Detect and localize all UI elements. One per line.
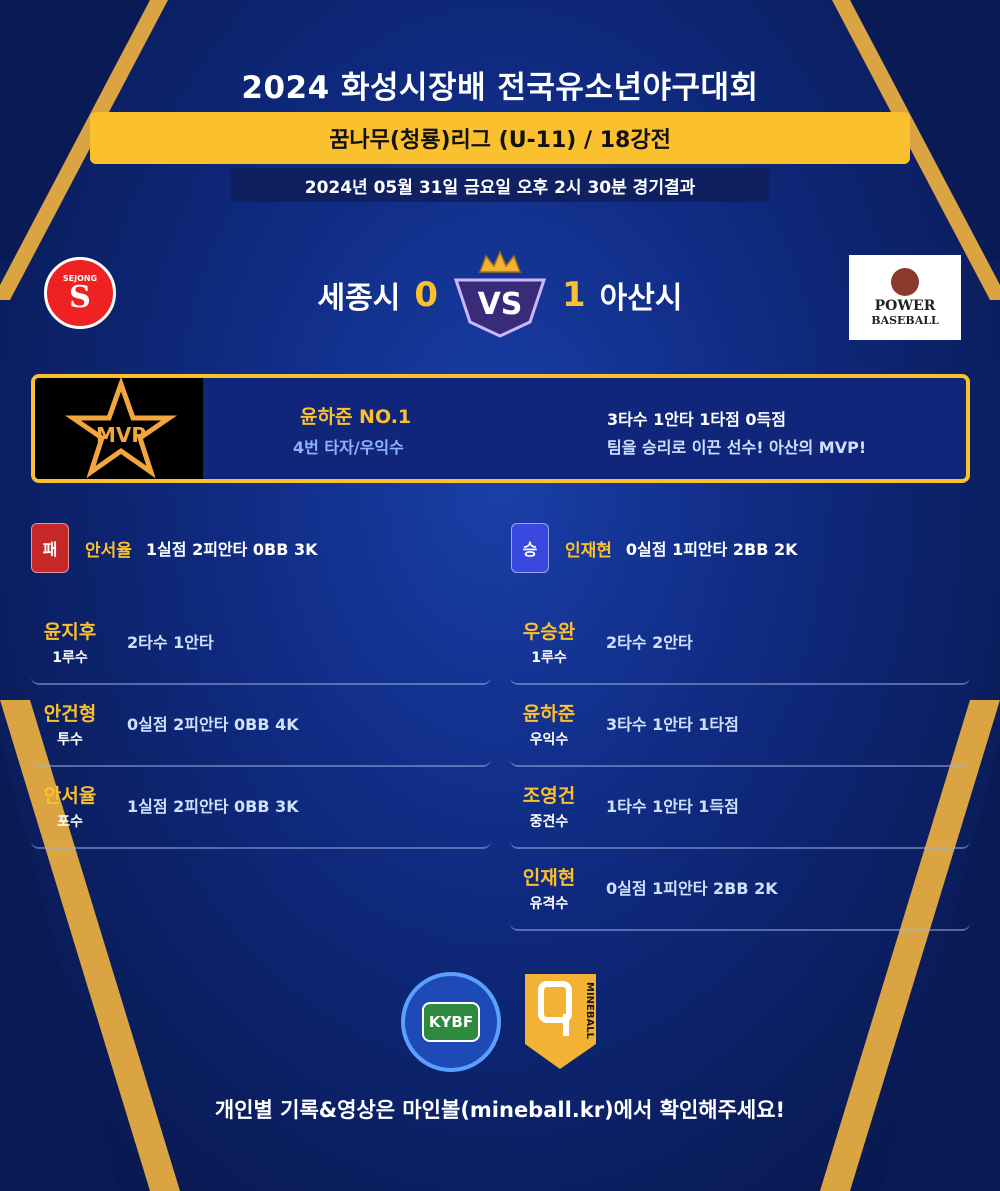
home-player-card: 윤지후 1루수 2타수 1안타 (31, 611, 491, 685)
league-banner: 꿈나무(청룡)리그 (U-11) / 18강전 (90, 112, 910, 164)
scoreboard: 세종시 0 VS 1 아산시 (300, 250, 700, 338)
player-position: 1루수 (531, 650, 567, 666)
mvp-badge-text: MVP (96, 423, 146, 447)
decorative-frame-left (0, 0, 180, 1191)
match-date: 2024년 05월 31일 금요일 오후 2시 30분 경기결과 (230, 168, 770, 202)
player-stats: 0실점 2피안타 0BB 4K (127, 715, 299, 734)
player-name: 안건형 (43, 703, 97, 725)
home-team-name: 세종시 (317, 281, 401, 316)
losing-pitcher-stats: 1실점 2피안타 0BB 3K (145, 540, 318, 559)
vs-label: VS (478, 287, 523, 322)
mineball-logo: MINEBALL (525, 974, 596, 1069)
asan-team-logo: POWER BASEBALL (849, 255, 961, 340)
decorative-frame-right (820, 0, 1000, 1191)
sejong-logo-letter: S (69, 279, 91, 315)
player-name: 안서율 (43, 785, 97, 807)
mvp-description: 팀을 승리로 이끈 선수! 아산의 MVP! (607, 438, 867, 457)
kybf-logo-text: KYBF (422, 1002, 480, 1042)
vs-crown-icon: VS (453, 250, 547, 338)
player-name: 윤지후 (43, 621, 97, 643)
player-stats: 2타수 1안타 (127, 633, 214, 652)
player-name: 윤하준 (522, 703, 576, 725)
kybf-logo: KYBF (401, 972, 501, 1072)
losing-pitcher-name: 안서율 (85, 540, 132, 561)
player-name: 조영건 (522, 785, 576, 807)
sejong-logo-text: SEJONG (62, 273, 98, 283)
loss-badge: 패 (31, 523, 69, 573)
player-stats: 1타수 1안타 1득점 (606, 797, 739, 816)
away-score: 1 (562, 275, 586, 315)
win-badge: 승 (511, 523, 549, 573)
player-position: 투수 (57, 732, 83, 748)
player-position: 중견수 (529, 814, 569, 830)
winning-pitcher-stats: 0실점 1피안타 2BB 2K (625, 540, 798, 559)
player-stats: 3타수 1안타 1타점 (606, 715, 739, 734)
mvp-player-stats: 3타수 1안타 1타점 0득점 (607, 410, 787, 429)
winning-pitcher-name: 인재현 (565, 540, 612, 561)
player-name: 인재현 (522, 867, 576, 889)
away-player-card: 우승완 1루수 2타수 2안타 (510, 611, 970, 685)
losing-pitcher-row: 패 안서율 1실점 2피안타 0BB 3K (31, 523, 318, 573)
home-score: 0 (414, 275, 438, 315)
home-player-card: 안건형 투수 0실점 2피안타 0BB 4K (31, 693, 491, 767)
asan-logo-line2: BASEBALL (871, 314, 939, 327)
player-position: 우익수 (529, 732, 569, 748)
player-stats: 0실점 1피안타 2BB 2K (606, 879, 778, 898)
batter-figure-icon (891, 268, 919, 296)
mvp-panel: MVP 윤하준 NO.1 4번 타자/우익수 3타수 1안타 1타점 0득점 팀… (31, 374, 970, 483)
player-name: 우승완 (522, 621, 576, 643)
footer-notice: 개인별 기록&영상은 마인볼(mineball.kr)에서 확인해주세요! (214, 1098, 786, 1122)
mvp-player-position: 4번 타자/우익수 (293, 438, 404, 457)
sejong-team-logo: SEJONG S (44, 257, 116, 329)
mvp-star-icon: MVP (35, 378, 203, 479)
winning-pitcher-row: 승 인재현 0실점 1피안타 2BB 2K (511, 523, 798, 573)
player-position: 포수 (57, 814, 83, 830)
player-stats: 2타수 2안타 (606, 633, 693, 652)
away-player-card: 조영건 중견수 1타수 1안타 1득점 (510, 775, 970, 849)
asan-logo-line1: POWER (874, 298, 936, 314)
player-stats: 1실점 2피안타 0BB 3K (127, 797, 299, 816)
away-player-card: 인재현 유격수 0실점 1피안타 2BB 2K (510, 857, 970, 931)
home-player-card: 안서율 포수 1실점 2피안타 0BB 3K (31, 775, 491, 849)
away-player-card: 윤하준 우익수 3타수 1안타 1타점 (510, 693, 970, 767)
tournament-title: 2024 화성시장배 전국유소년야구대회 (241, 70, 759, 106)
away-team-name: 아산시 (599, 281, 683, 316)
player-position: 1루수 (52, 650, 88, 666)
mvp-player-name: 윤하준 NO.1 (300, 406, 412, 428)
mineball-logo-text: MINEBALL (584, 982, 595, 1040)
player-position: 유격수 (529, 896, 569, 912)
